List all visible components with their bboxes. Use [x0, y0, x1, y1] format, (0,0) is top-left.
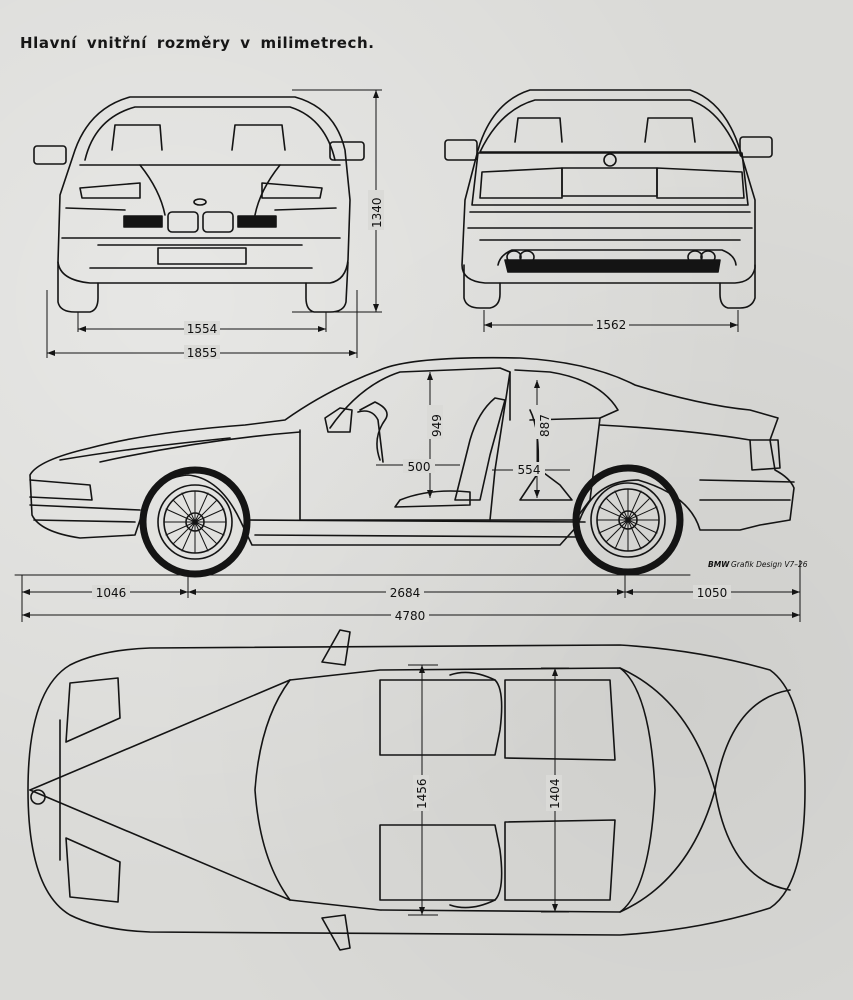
dim-front-track: 1554: [187, 322, 218, 336]
page-title: Hlavní vnitřní rozměry v milimetrech.: [20, 34, 375, 52]
dim-front-width: 1855: [187, 346, 218, 360]
dim-shoulder-rear: 1404: [548, 778, 562, 809]
side-view: [14, 356, 795, 578]
rear-view: [444, 89, 773, 309]
credit-brand: BMW: [708, 560, 730, 569]
dim-legroom-rear: 554: [518, 463, 541, 477]
dim-legroom-front: 500: [408, 460, 431, 474]
dim-overall-length: 4780: [395, 609, 426, 623]
dim-front-height: 1340: [370, 197, 384, 228]
dim-rear-track: 1562: [596, 318, 627, 332]
dimension-labels: 1340 1554 1855 1562 949 887 500 554 1046…: [92, 190, 808, 811]
front-view: [33, 96, 365, 313]
rear-wheel: [572, 464, 684, 576]
dim-wheelbase: 2684: [390, 586, 421, 600]
dim-headroom-front: 949: [430, 414, 444, 437]
credit-text: Grafik Design V7–26: [731, 560, 808, 569]
top-view: [27, 629, 806, 951]
dim-shoulder-front: 1456: [415, 778, 429, 809]
dim-front-overhang: 1046: [96, 586, 127, 600]
dim-rear-overhang: 1050: [697, 586, 728, 600]
dim-headroom-rear: 887: [538, 414, 552, 437]
front-wheel: [139, 466, 251, 578]
